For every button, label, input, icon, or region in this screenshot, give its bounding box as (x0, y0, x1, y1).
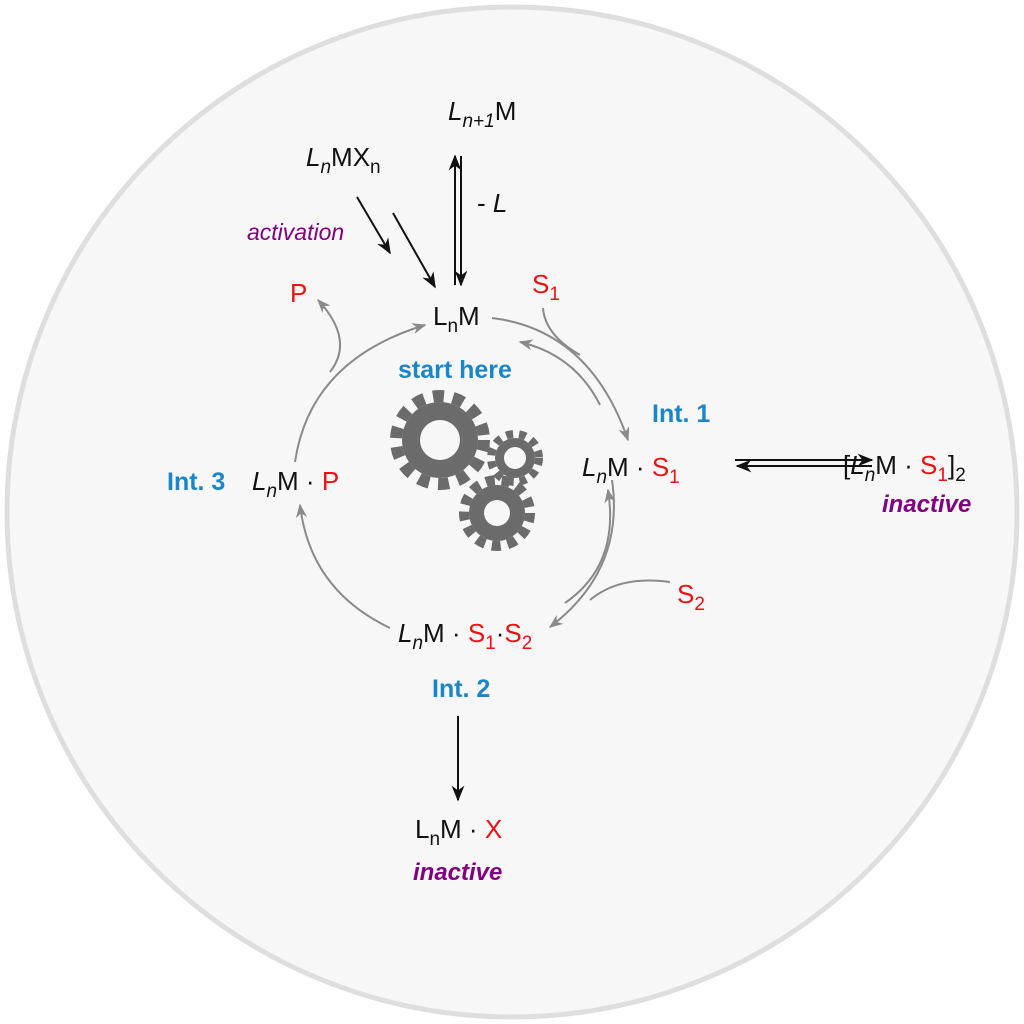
formula-segment: M · (277, 466, 322, 496)
formula-segment: n (320, 157, 331, 178)
formula-segment: M · (440, 814, 485, 844)
formula-segment: S (468, 618, 485, 648)
activation-arrow-2 (392, 212, 436, 289)
formula-segment: ] (948, 450, 955, 480)
s1-entry-arrow (542, 307, 581, 356)
formula-segment: 2 (522, 633, 533, 654)
int1-label: Int. 1 (652, 400, 710, 428)
formula-segment: n+1 (462, 111, 494, 132)
lnm-catalyst: LnM (433, 301, 480, 337)
formula-segment: P (290, 278, 307, 308)
substrate-s2: S2 (677, 579, 705, 615)
substrate-s1: S1 (532, 269, 560, 305)
cycle-arrow-reverse-int1 (518, 339, 601, 406)
formula-segment: 2 (694, 594, 705, 615)
start-here-label: start here (398, 356, 512, 384)
lnmx-complex: LnM · X (415, 814, 502, 850)
cycle-arrow-to-lnm (294, 323, 427, 463)
formula-segment: [ (843, 450, 851, 480)
formula-segment: - (477, 188, 493, 218)
formula-segment: M · (875, 450, 920, 480)
formula-segment: 2 (955, 465, 966, 486)
formula-segment: 1 (937, 465, 948, 486)
formula-segment: P (322, 466, 339, 496)
gears-icon (390, 390, 543, 551)
cycle-arrow-to-int1 (491, 317, 630, 442)
formula-segment: S (504, 618, 521, 648)
formula-segment: 1 (485, 633, 496, 654)
formula-segment: M (495, 96, 517, 126)
inactive-x-label: inactive (413, 859, 502, 886)
int1-complex: LnM · S1 (582, 452, 680, 488)
formula-segment: M (458, 301, 480, 331)
inactive-dimer-label: inactive (882, 491, 971, 518)
product-release-arrow (317, 298, 342, 373)
formula-segment: 1 (669, 467, 680, 488)
s2-entry-arrow (589, 579, 671, 601)
formula-segment: M · (423, 618, 468, 648)
formula-segment: L (398, 618, 412, 648)
dimer-complex: [LnM · S1]2 (843, 450, 966, 486)
formula-segment: M · (607, 452, 652, 482)
formula-segment: L (252, 466, 266, 496)
formula-segment: MX (331, 142, 370, 172)
formula-segment: n (429, 829, 440, 850)
formula-segment: L (850, 450, 864, 480)
formula-segment: n (596, 467, 607, 488)
cycle-arrow-reverse-int2 (564, 488, 616, 604)
formula-segment: S (532, 269, 549, 299)
formula-segment: X (485, 814, 502, 844)
int3-label: Int. 3 (167, 468, 225, 496)
formula-segment: S (920, 450, 937, 480)
formula-segment: n (370, 157, 381, 178)
formula-segment: L (306, 142, 320, 172)
formula-segment: L (448, 96, 462, 126)
formula-segment: L (493, 188, 507, 218)
activation-label: activation (247, 219, 344, 245)
formula-segment: n (266, 481, 277, 502)
formula-segment: L (415, 814, 429, 844)
formula-segment: L (582, 452, 596, 482)
ln-plus-1-m-formula: Ln+1M (448, 96, 516, 132)
formula-segment: n (447, 316, 458, 337)
activation-arrow-1 (356, 196, 391, 255)
formula-segment: S (677, 579, 694, 609)
formula-segment: · (496, 618, 505, 648)
formula-segment: n (865, 465, 876, 486)
int2-label: Int. 2 (432, 675, 490, 703)
int2-complex: LnM · S1·S2 (398, 618, 532, 654)
product-p: P (290, 278, 307, 308)
formula-segment: n (412, 633, 423, 654)
int3-complex: LnM · P (252, 466, 339, 502)
formula-segment: 1 (549, 284, 560, 305)
minus-ligand-label: - L (477, 188, 507, 218)
formula-segment: L (433, 301, 447, 331)
lnmxn-formula: LnMXn (306, 142, 381, 178)
cycle-arrow-to-int3 (295, 503, 391, 629)
formula-segment: S (652, 452, 669, 482)
